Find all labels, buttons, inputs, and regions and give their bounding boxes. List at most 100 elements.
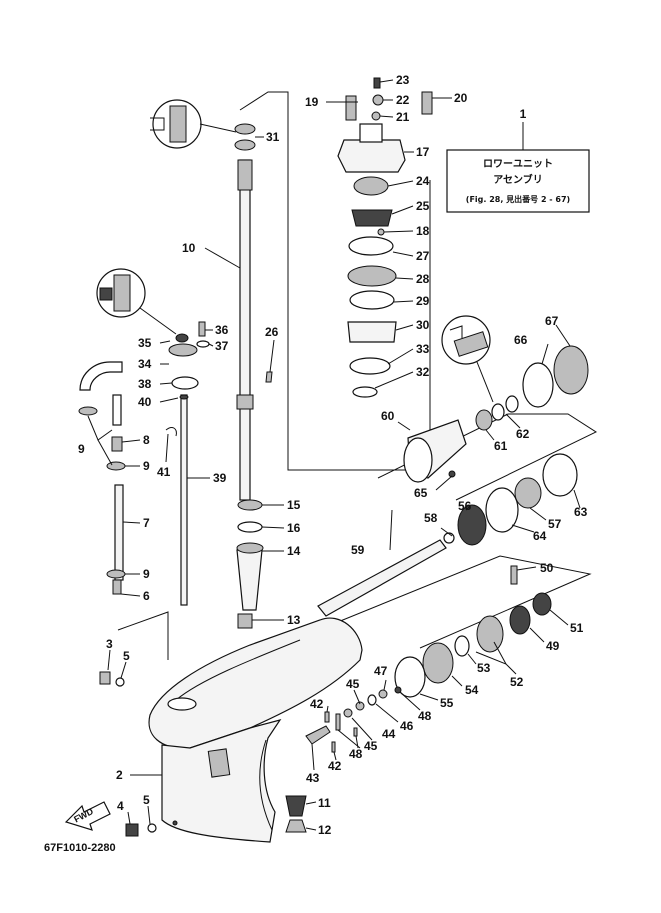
label-57: 57 (548, 517, 562, 531)
label-54: 54 (465, 683, 479, 697)
label-9c: 9 (143, 567, 150, 581)
oring-66 (522, 362, 554, 408)
label-13: 13 (287, 613, 301, 627)
label-23: 23 (396, 73, 410, 87)
cam-43 (305, 725, 331, 745)
label-3: 3 (106, 637, 113, 651)
bearing-31-lower (234, 139, 256, 151)
pin-65 (448, 470, 456, 478)
oring-40 (179, 394, 189, 400)
seal-34 (168, 343, 198, 357)
spring-51 (532, 592, 552, 616)
shim-64 (485, 487, 519, 533)
inset-bubbles (96, 99, 494, 403)
grommet-9b (106, 461, 126, 471)
sleeve-14 (236, 549, 263, 611)
bearing-54 (422, 642, 454, 684)
label-42a: 42 (310, 697, 324, 711)
nut-12 (285, 819, 307, 833)
dog-clutch-49 (509, 605, 531, 635)
callout-line-1: ロワーユニット (483, 158, 553, 170)
assembly-callout: 1 ロワーユニット アセンブリ (Fig. 28, 見出番号 2 - 67) (446, 107, 590, 213)
reverse-gear-52 (476, 615, 504, 653)
label-34: 34 (138, 357, 152, 371)
label-15: 15 (287, 498, 301, 512)
label-33: 33 (416, 342, 430, 356)
callout-line-2: アセンブリ (493, 173, 543, 186)
label-22: 22 (396, 93, 410, 107)
label-51: 51 (570, 621, 584, 635)
label-38: 38 (138, 377, 152, 391)
shim-16 (237, 521, 263, 533)
water-tube-7 (114, 484, 124, 581)
label-10: 10 (182, 241, 196, 255)
label-26: 26 (265, 325, 279, 339)
grommet-9a (78, 406, 98, 416)
bearing-61 (475, 409, 493, 431)
fasteners (99, 671, 307, 837)
label-44: 44 (382, 727, 396, 741)
callout-box (446, 149, 590, 213)
label-41: 41 (157, 465, 171, 479)
label-42b: 42 (328, 759, 342, 773)
oring-55 (394, 656, 426, 698)
bearing-housing-assembly (403, 345, 589, 483)
label-11: 11 (318, 796, 331, 810)
pin-26 (265, 371, 273, 383)
leader-lines (87, 79, 581, 831)
label-37: 37 (215, 339, 229, 353)
plate-28 (347, 265, 397, 287)
pin-42a (324, 711, 330, 723)
label-52: 52 (510, 675, 524, 689)
label-45b: 45 (364, 739, 378, 753)
label-31: 31 (266, 130, 280, 144)
label-8: 8 (143, 433, 150, 447)
pin-48b (353, 727, 358, 737)
washer-22 (372, 94, 384, 106)
washer-37 (196, 340, 210, 348)
bearing-13 (237, 613, 253, 629)
shift-rod-39 (180, 394, 188, 606)
label-67: 67 (545, 314, 559, 328)
part-numbers: 2 3 4 5 5 6 7 8 9 9 9 10 11 12 13 14 15 … (78, 73, 588, 837)
label-30: 30 (416, 318, 430, 332)
label-14: 14 (287, 544, 301, 558)
label-28: 28 (416, 272, 430, 286)
bolt-36 (198, 321, 206, 337)
label-9b: 9 (143, 459, 150, 473)
group-outlines (117, 91, 598, 660)
fitting-6 (112, 579, 122, 595)
gasket-29 (349, 290, 395, 310)
label-63: 63 (574, 505, 588, 519)
label-40: 40 (138, 395, 152, 409)
forward-direction-arrow: FWD (64, 801, 111, 831)
label-35: 35 (138, 336, 152, 350)
label-56: 56 (458, 499, 472, 513)
bolt-20 (421, 91, 433, 115)
plate-33 (349, 357, 391, 375)
label-59: 59 (351, 543, 365, 557)
grommet-9c (106, 569, 126, 579)
nut-4 (125, 823, 139, 837)
impeller-25 (351, 209, 393, 227)
spring-46 (367, 694, 377, 706)
label-9a: 9 (78, 442, 85, 456)
oring-38 (171, 376, 199, 390)
label-32: 32 (416, 365, 430, 379)
screw-23 (373, 77, 381, 89)
label-53: 53 (477, 661, 491, 675)
label-60: 60 (381, 409, 395, 423)
lower-case-housing (148, 617, 363, 843)
liner-24 (353, 176, 389, 196)
clip-35 (175, 333, 189, 343)
propeller-shaft-assembly (305, 453, 578, 753)
label-50: 50 (540, 561, 554, 575)
label-47: 47 (374, 664, 388, 678)
label-49: 49 (546, 639, 560, 653)
spring-8 (111, 436, 123, 452)
callout-number: 1 (520, 107, 527, 121)
label-43: 43 (306, 771, 320, 785)
label-36: 36 (215, 323, 229, 337)
callout-line-3: (Fig. 28, 見出番号 2 - 67) (466, 194, 570, 204)
